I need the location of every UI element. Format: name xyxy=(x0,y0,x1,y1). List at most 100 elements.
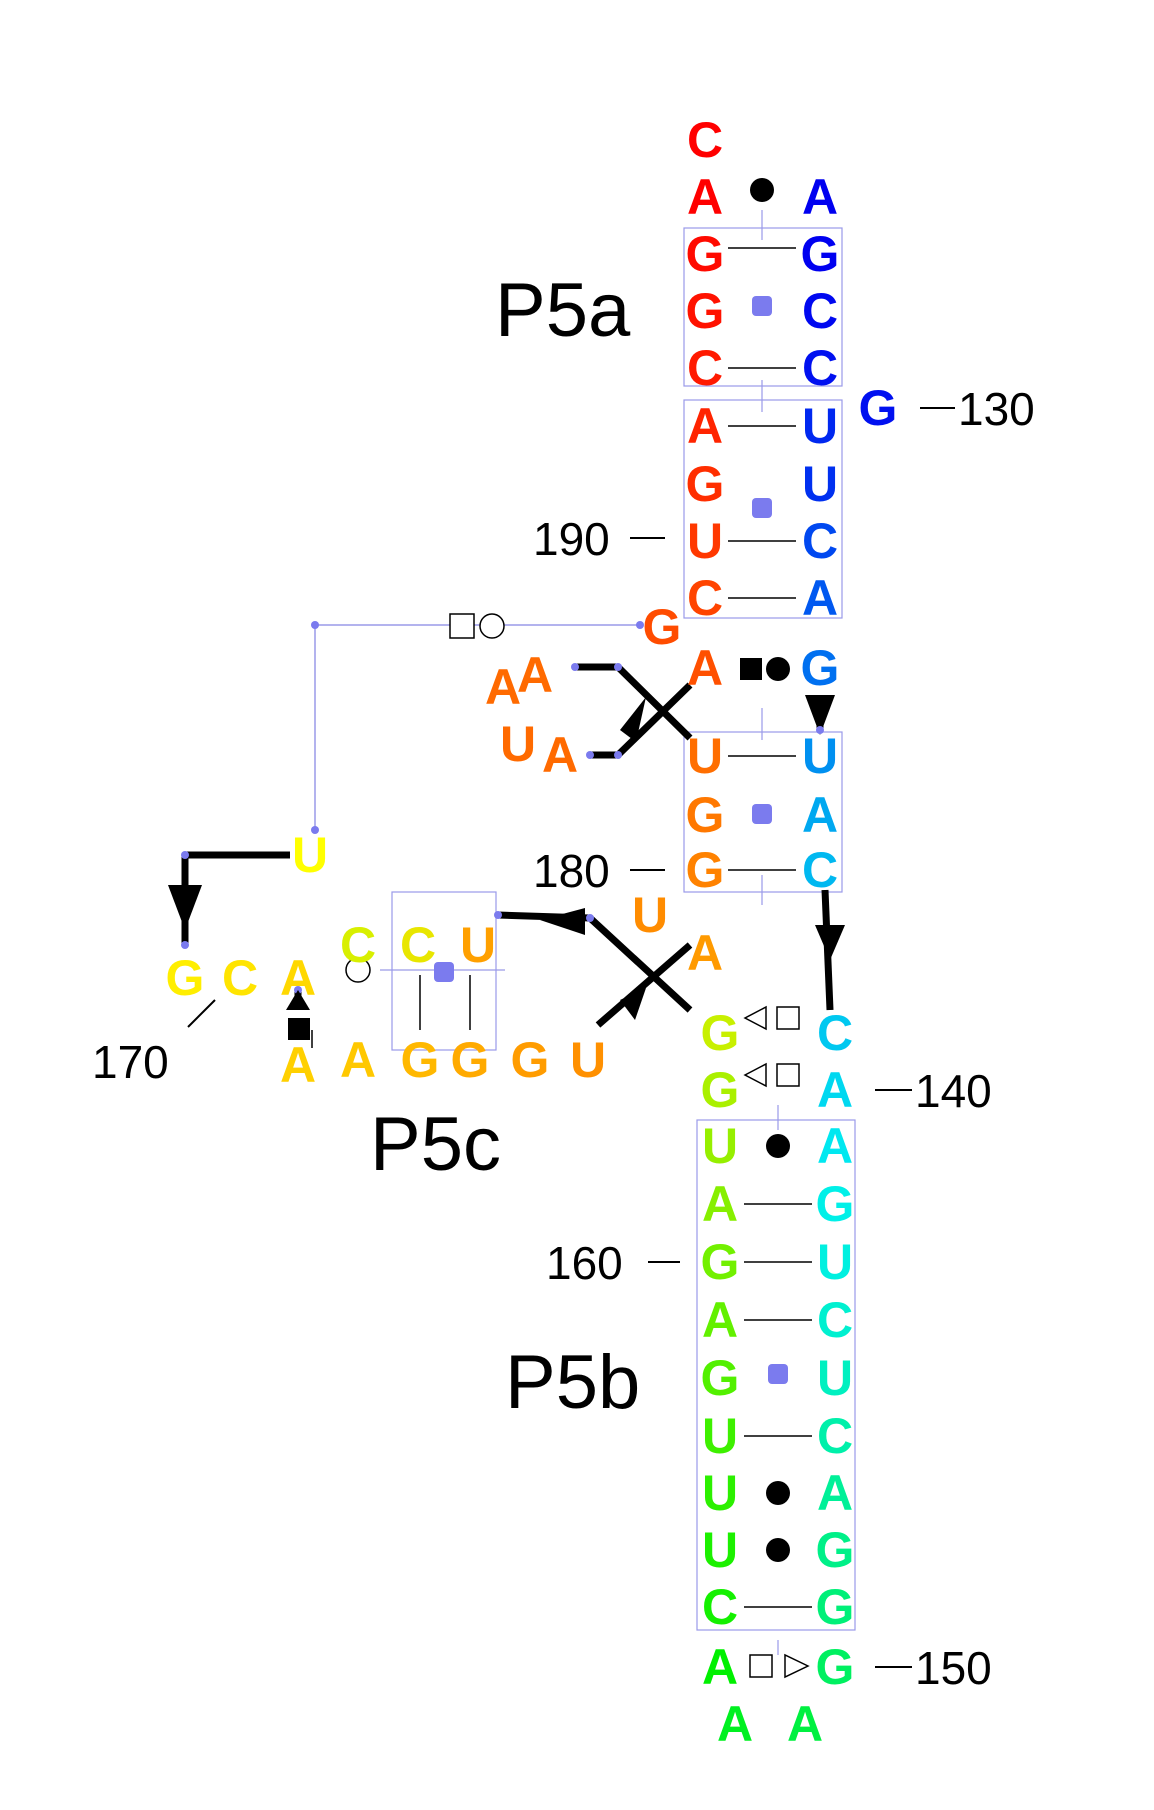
nucleotide: A xyxy=(702,1176,738,1232)
connector-dot-4 xyxy=(181,941,189,949)
helix-box-4 xyxy=(696,1119,856,1631)
wobble-pair-square-5 xyxy=(434,962,454,982)
position-number-130: 130 xyxy=(958,383,1035,435)
nucleotide: U xyxy=(460,917,496,973)
pair-triangle-2 xyxy=(743,1062,767,1088)
backbone-line-8 xyxy=(595,942,693,1028)
pair-square-filled-2 xyxy=(288,1018,310,1040)
nucleotide: C xyxy=(687,112,723,168)
nucleotide: A xyxy=(817,1118,853,1174)
position-number-160: 160 xyxy=(546,1237,623,1289)
nucleotide: A xyxy=(787,1696,823,1752)
nucleotide: G xyxy=(686,842,725,898)
pair-square-open-1 xyxy=(449,613,475,639)
nucleotide: G xyxy=(686,283,725,339)
nucleotide: C xyxy=(817,1292,853,1348)
nucleotide: U xyxy=(802,728,838,784)
connection-lines xyxy=(181,210,834,1655)
helix-labels: P5a P5b P5c xyxy=(370,268,640,1425)
pair-circle-2 xyxy=(766,1134,790,1158)
helix-box-3 xyxy=(683,731,843,893)
helix-label-p5b: P5b xyxy=(505,1340,640,1425)
connector-dot-10 xyxy=(494,911,502,919)
nucleotide: C xyxy=(802,513,838,569)
nucleotide: U xyxy=(702,1408,738,1464)
nucleotide: C xyxy=(687,340,723,396)
nucleotide: U xyxy=(817,1350,853,1406)
nucleotide: G xyxy=(511,1032,550,1088)
nucleotide: U xyxy=(702,1118,738,1174)
nucleotide: C xyxy=(400,917,436,973)
pair-circle-5 xyxy=(766,657,790,681)
nucleotide: A xyxy=(485,659,521,715)
nucleotide: A xyxy=(817,1465,853,1521)
wobble-pair-square-3 xyxy=(752,804,772,824)
nucleotide: C xyxy=(817,1408,853,1464)
helix-boxes xyxy=(391,227,856,1631)
helix-box-5 xyxy=(391,891,497,1051)
nucleotide: G xyxy=(686,456,725,512)
nucleotide: A xyxy=(802,570,838,626)
nucleotide: G xyxy=(701,1062,740,1118)
nucleotide: G xyxy=(686,226,725,282)
nucleotide: U xyxy=(687,728,723,784)
wobble-pair-square-1 xyxy=(752,296,772,316)
nucleotide: A xyxy=(517,647,553,703)
nucleotide: G xyxy=(859,380,898,436)
position-number-150: 150 xyxy=(915,1642,992,1694)
connector-dot-3 xyxy=(181,851,189,859)
connector-dot-8 xyxy=(614,751,622,759)
nucleotide: C xyxy=(802,283,838,339)
nucleotide: A xyxy=(702,1292,738,1348)
nucleotide: A xyxy=(687,925,723,981)
nucleotide: U xyxy=(570,1032,606,1088)
pair-circle-open-1 xyxy=(479,613,505,639)
nucleotide: U xyxy=(500,716,536,772)
pair-triangle-filled-1 xyxy=(286,990,310,1010)
nucleotide: U xyxy=(632,887,668,943)
nucleotide: A xyxy=(542,727,578,783)
nucleotide: U xyxy=(802,456,838,512)
arrowhead-3 xyxy=(168,885,202,930)
position-number-190: 190 xyxy=(533,513,610,565)
nucleotide: U xyxy=(292,827,328,883)
position-number-180: 180 xyxy=(533,845,610,897)
helix-box-2 xyxy=(683,399,843,619)
nucleotide: A xyxy=(280,1037,316,1093)
nucleotide: C xyxy=(802,340,838,396)
arrowhead-5 xyxy=(620,988,646,1020)
connector-dot-7 xyxy=(586,751,594,759)
nucleotide: G xyxy=(643,599,682,655)
helix-box-1 xyxy=(683,227,843,387)
backbone-line-2 xyxy=(615,664,693,741)
backbone-line-7 xyxy=(587,915,693,1013)
base-pair-symbols xyxy=(168,178,845,1679)
nucleotide: A xyxy=(717,1696,753,1752)
nucleotide: G xyxy=(701,1350,740,1406)
arrowhead-1 xyxy=(805,695,835,735)
nucleotide: G xyxy=(816,1639,855,1695)
wobble-pair-square-2 xyxy=(752,498,772,518)
nucleotide: A xyxy=(702,1639,738,1695)
helix-label-p5c: P5c xyxy=(370,1102,501,1187)
nucleotide: G xyxy=(801,226,840,282)
connector-dot-2 xyxy=(311,826,319,834)
pair-triangle-1 xyxy=(743,1005,767,1031)
helix-label-p5a: P5a xyxy=(495,268,631,353)
pair-triangle-3 xyxy=(784,1653,810,1679)
position-number-170: 170 xyxy=(92,1036,169,1088)
position-numbers: 130 140 150 160 170 180 190 xyxy=(92,383,1035,1694)
nucleotide: A xyxy=(802,169,838,225)
pair-square-open-2 xyxy=(776,1006,800,1030)
connector-dot-14 xyxy=(636,621,644,629)
nucleotide: G xyxy=(801,640,840,696)
nucleotide: A xyxy=(340,1032,376,1088)
nucleotide: C xyxy=(222,950,258,1006)
pair-square-open-4 xyxy=(749,1654,773,1678)
nucleotide: C xyxy=(340,917,376,973)
nucleotide: A xyxy=(687,398,723,454)
nucleotide: G xyxy=(816,1522,855,1578)
nucleotide: G xyxy=(166,950,205,1006)
nucleotide: G xyxy=(451,1032,490,1088)
